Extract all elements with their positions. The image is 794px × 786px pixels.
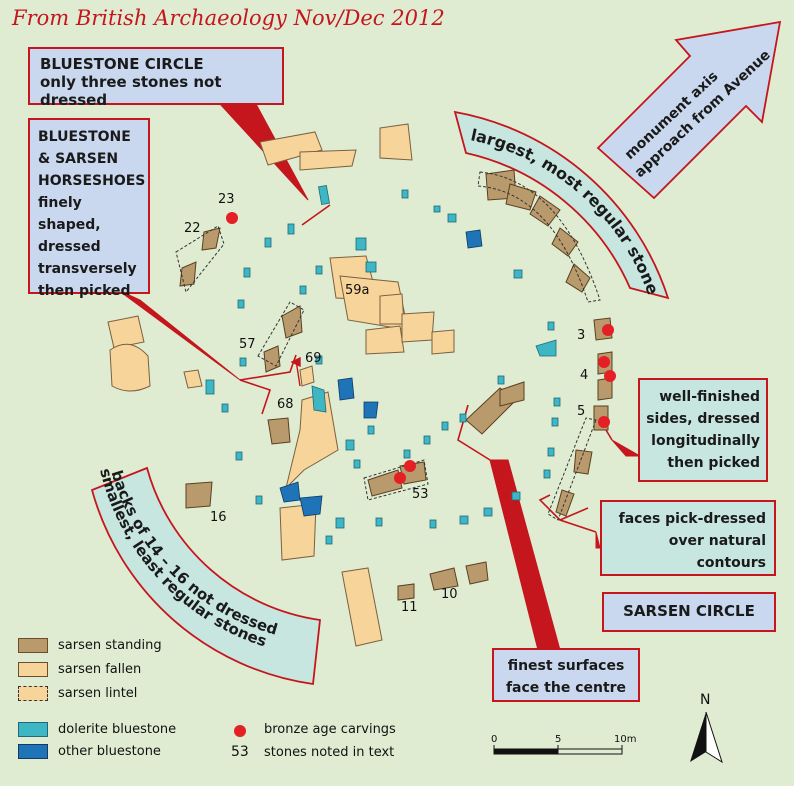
bronze-age-carvings [226, 212, 616, 484]
swatch-dolerite [18, 722, 48, 737]
sarsen-fallen-stones [107, 123, 455, 647]
largest-stones-band [453, 110, 670, 300]
bluestone-circle-box: BLUESTONE CIRCLE only three stones not d… [28, 47, 284, 109]
scale-0: 0 [491, 734, 498, 745]
source-title: From British Archaeology Nov/Dec 2012 [12, 6, 445, 30]
well-finished-box: well-finished sides, dressed longitudina… [638, 378, 768, 482]
label-stone-4: 4 [580, 368, 589, 383]
swatch-sarsen-standing [18, 638, 48, 653]
scale-5: 5 [555, 734, 562, 745]
scale-bar [493, 745, 623, 755]
horseshoes-box: BLUESTONE & SARSEN HORSESHOES finely sha… [28, 118, 150, 299]
legend-noted-number: 53 [231, 744, 249, 760]
swatch-other-bluestone [18, 744, 48, 759]
label-stone-57: 57 [239, 337, 256, 352]
label-stone-5: 5 [577, 404, 586, 419]
dolerite-bluestones [205, 184, 561, 545]
label-stone-23: 23 [218, 192, 235, 207]
legend-noted-label: stones noted in text [264, 745, 395, 760]
other-bluestones [279, 229, 483, 517]
sarsen-standing-stones [179, 169, 613, 601]
legend-carvings-label: bronze age carvings [264, 722, 396, 737]
dimension-arrows [290, 356, 301, 387]
legend-carving-dot [234, 725, 246, 737]
swatch-sarsen-fallen [18, 662, 48, 677]
monument-axis-banner [596, 20, 782, 200]
faces-pick-box: faces pick-dressed over natural contours [600, 500, 776, 576]
north-label: N [700, 692, 711, 708]
finest-surfaces-box: finest surfaces face the centre [492, 648, 640, 702]
label-stone-53: 53 [412, 487, 429, 502]
label-stone-11: 11 [401, 600, 418, 615]
label-stone-16: 16 [210, 510, 227, 525]
sarsen-circle-box: SARSEN CIRCLE [602, 592, 776, 632]
label-stone-3: 3 [577, 328, 586, 343]
label-stone-69: 69 [305, 351, 322, 366]
label-stone-59a: 59a [345, 283, 370, 298]
smallest-stones-band [90, 466, 321, 686]
label-stone-68: 68 [277, 397, 294, 412]
label-stone-10: 10 [441, 587, 458, 602]
label-stone-22: 22 [184, 221, 201, 236]
swatch-sarsen-lintel [18, 686, 48, 701]
scale-10m: 10m [614, 734, 637, 745]
north-arrow [690, 711, 723, 764]
